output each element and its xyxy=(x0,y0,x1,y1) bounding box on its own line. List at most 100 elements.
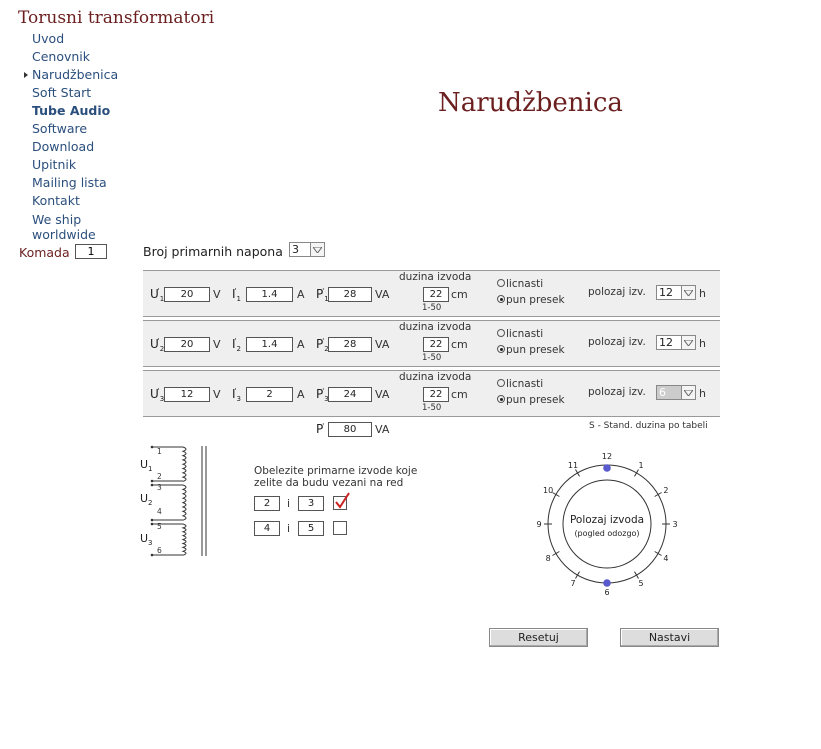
polozaj-select[interactable]: 12 xyxy=(656,285,696,300)
dropdown-arrow-icon xyxy=(310,243,324,256)
clock-tick xyxy=(552,551,560,556)
radio-pun-presek[interactable]: pun presek xyxy=(497,344,565,356)
p-label: P'1 xyxy=(316,287,329,303)
radio-pun-presek[interactable]: pun presek xyxy=(497,294,565,306)
clock-number: 10 xyxy=(543,486,553,495)
instruction-line: Obelezite primarne izvode koje xyxy=(254,465,418,477)
nav-item-uvod[interactable]: Uvod xyxy=(32,31,65,46)
next-button[interactable]: Nastavi xyxy=(620,628,719,647)
clock-tick xyxy=(575,571,580,579)
total-p-prime: ' xyxy=(322,422,325,430)
nav-item-we-ship[interactable]: We ship worldwide xyxy=(32,212,96,242)
pair2-a-input[interactable] xyxy=(254,521,280,536)
clock-tick xyxy=(654,492,662,497)
nav-item-software[interactable]: Software xyxy=(32,121,88,136)
site-title[interactable]: Torusni transformatori xyxy=(18,8,215,28)
unit-cm: cm xyxy=(451,388,468,401)
total-unit: VA xyxy=(375,423,390,436)
unit-h: h xyxy=(699,387,706,400)
polozaj-select[interactable]: 12 xyxy=(656,335,696,350)
clock-tick xyxy=(654,551,662,556)
active-arrow-icon xyxy=(24,72,28,78)
instruction-line: zelite da budu vezani na red xyxy=(254,477,404,489)
duzina-input[interactable] xyxy=(423,287,449,302)
current-input[interactable] xyxy=(246,337,293,352)
power-input[interactable] xyxy=(328,337,372,352)
winding-u-label: U xyxy=(140,492,148,505)
unit-v: V xyxy=(213,288,221,301)
voltage-input[interactable] xyxy=(164,337,210,352)
current-input[interactable] xyxy=(246,387,293,402)
radio-licnasti[interactable]: licnasti xyxy=(497,278,543,290)
winding-u-label: U xyxy=(140,532,148,545)
clock-ticks xyxy=(544,469,670,579)
duzina-input[interactable] xyxy=(423,337,449,352)
winding-pin-dots xyxy=(150,445,154,557)
total-p-label: P' xyxy=(316,422,324,436)
pair2-b-input[interactable] xyxy=(298,521,324,536)
duzina-input[interactable] xyxy=(423,387,449,402)
winding-diagram: 1 2 3 4 5 6 U 1 U 2 U 3 xyxy=(140,445,207,557)
stand-note: S - Stand. duzina po tabeli xyxy=(589,421,708,431)
komada-label: Komada xyxy=(19,245,70,260)
nav-item-kontakt[interactable]: Kontakt xyxy=(32,193,80,208)
range-hint: 1-50 xyxy=(422,303,442,313)
unit-h: h xyxy=(699,287,706,300)
polozaj-select[interactable]: 6 xyxy=(656,385,696,400)
pair1-a-input[interactable] xyxy=(254,496,280,511)
select-value: 12 xyxy=(659,336,673,349)
pair2-checkbox[interactable] xyxy=(333,521,347,535)
radio-icon xyxy=(497,279,505,287)
clock-number: 12 xyxy=(602,452,612,461)
pair1-checkbox[interactable] xyxy=(333,492,350,510)
broj-napona-select[interactable]: 3 xyxy=(289,242,325,257)
power-input[interactable] xyxy=(328,387,372,402)
i-label: I'3 xyxy=(232,387,241,403)
pin-label: 6 xyxy=(157,546,162,555)
series-instruction: Obelezite primarne izvode koje zelite da… xyxy=(254,465,417,489)
nav-item-soft-start[interactable]: Soft Start xyxy=(32,85,92,100)
clock-number: 7 xyxy=(570,579,575,588)
pin-label: 2 xyxy=(157,472,162,481)
radio-icon xyxy=(497,329,505,337)
radio-checked-icon xyxy=(497,345,505,353)
radio-pun-presek[interactable]: pun presek xyxy=(497,394,565,406)
current-input[interactable] xyxy=(246,287,293,302)
reset-button[interactable]: Resetuj xyxy=(489,628,588,647)
radio-licnasti[interactable]: licnasti xyxy=(497,378,543,390)
select-value: 12 xyxy=(659,286,673,299)
pin-label: 1 xyxy=(157,447,162,456)
range-hint: 1-50 xyxy=(422,403,442,413)
voltage-input[interactable] xyxy=(164,387,210,402)
pair1-b-input[interactable] xyxy=(298,496,324,511)
radio-licnasti[interactable]: licnasti xyxy=(497,328,543,340)
broj-napona-label: Broj primarnih napona xyxy=(143,244,283,259)
nav-item-mailing-lista[interactable]: Mailing lista xyxy=(32,175,107,190)
dropdown-arrow-icon xyxy=(681,336,695,349)
clock-number: 9 xyxy=(536,520,541,529)
duzina-label: duzina izvoda xyxy=(399,321,472,333)
nav-item-upitnik[interactable]: Upitnik xyxy=(32,157,77,172)
pin-label: 5 xyxy=(157,522,162,531)
p-label: P'3 xyxy=(316,387,329,403)
winding-u-sub: 2 xyxy=(148,499,152,507)
nav-item-narudzbenica[interactable]: Narudžbenica xyxy=(24,66,142,84)
komada-input[interactable] xyxy=(75,244,107,259)
checkmark-icon xyxy=(335,492,350,509)
clock-tick xyxy=(634,469,639,477)
row-separator xyxy=(143,366,720,367)
unit-v: V xyxy=(213,388,221,401)
winding-u-label: U xyxy=(140,458,148,471)
nav-item-download[interactable]: Download xyxy=(32,139,95,154)
clock-number: 5 xyxy=(638,579,643,588)
dropdown-arrow-icon xyxy=(681,286,695,299)
unit-va: VA xyxy=(375,288,390,301)
nav-item-tube-audio[interactable]: Tube Audio xyxy=(32,103,111,118)
power-input[interactable] xyxy=(328,287,372,302)
voltage-input[interactable] xyxy=(164,287,210,302)
nav-item-label: Narudžbenica xyxy=(32,67,119,82)
nav-item-cenovnik[interactable]: Cenovnik xyxy=(32,49,91,64)
total-power-input[interactable] xyxy=(328,422,372,437)
clock-tick xyxy=(552,492,560,497)
